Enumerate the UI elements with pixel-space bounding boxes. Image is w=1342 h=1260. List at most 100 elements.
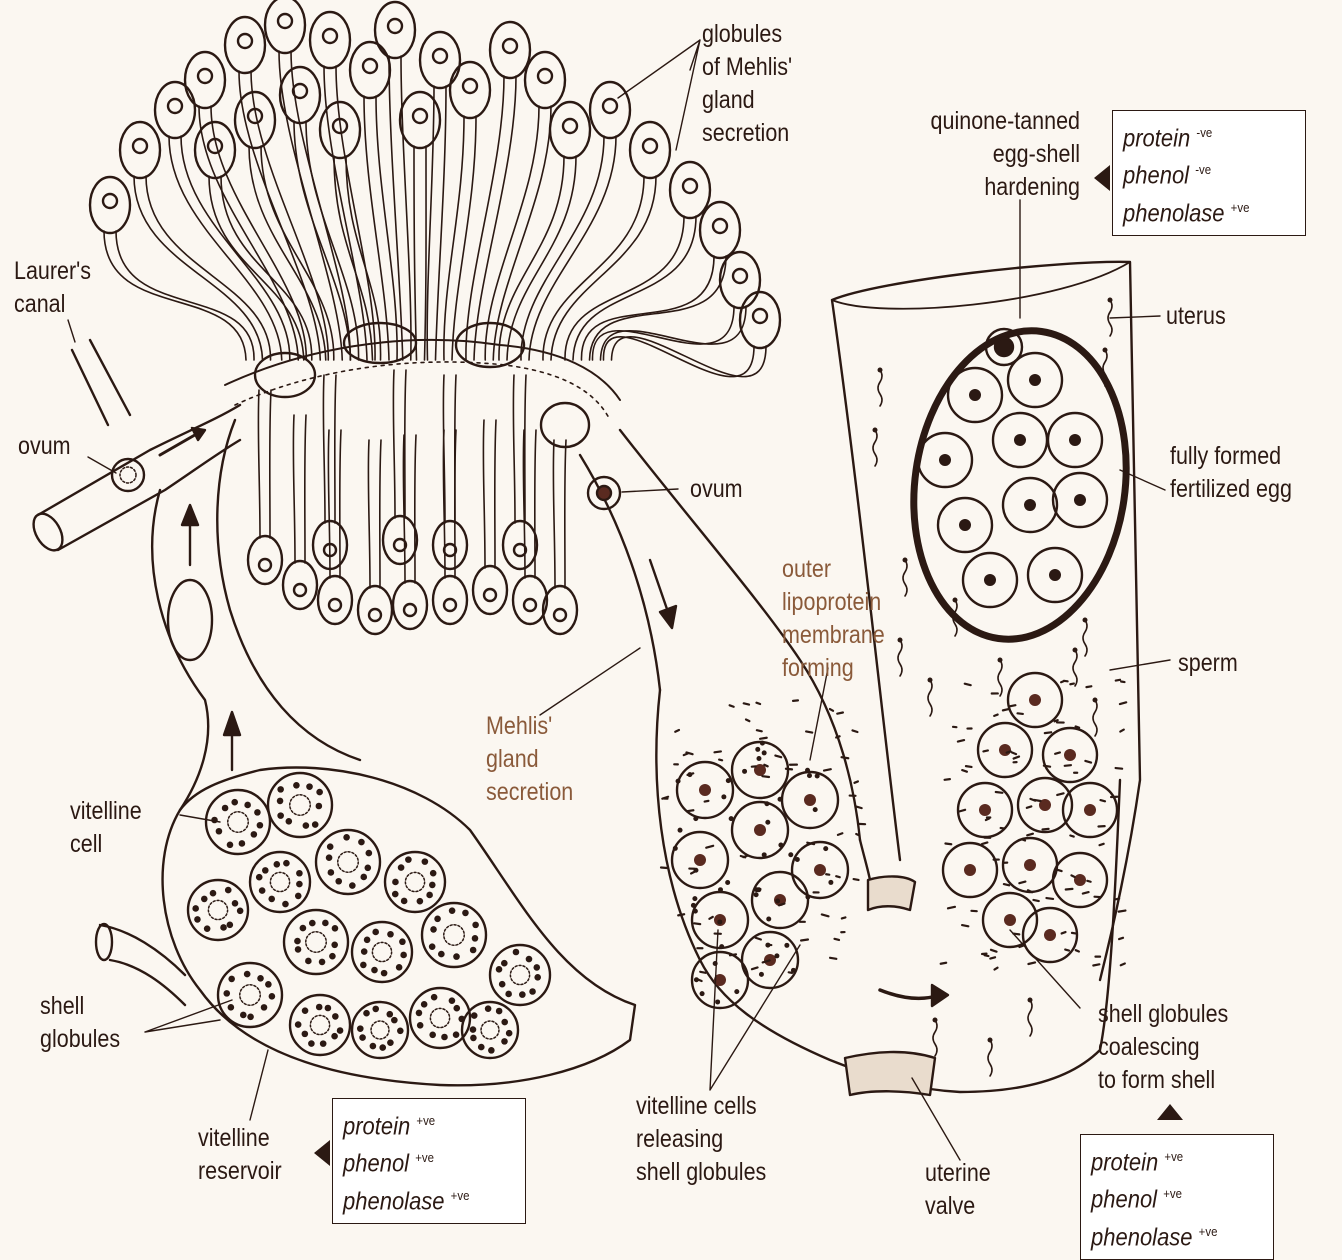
shell-globule [692,896,697,901]
shell-globule [709,917,712,919]
shell-globule [693,816,698,821]
shell-globule [700,972,705,973]
shell-globule [501,960,508,967]
shell-globule [269,993,276,1000]
shell-globule [331,1033,338,1040]
shell-globule [730,705,734,706]
vitelline-nucleus [405,872,424,891]
shell-globule [501,1038,508,1045]
shell-globule [363,1010,370,1017]
shell-globule [533,964,540,971]
shell-globule [360,962,367,969]
gland-cell [420,32,460,88]
label-sperm: sperm [1178,647,1238,680]
shell-globule [687,810,693,811]
shell-globule [1121,681,1124,682]
gland-cell-nucleus [713,219,727,233]
shell-globule [210,890,217,897]
sperm [988,1040,992,1076]
cell-nucleus [1074,874,1086,886]
shell-globule [661,867,667,868]
gland-duct [414,146,417,360]
shell-globule [1045,732,1051,733]
shell-globule [760,741,765,746]
vitelline-nucleus [290,795,310,815]
gland-duct [513,375,515,523]
shell-globule [261,1004,268,1011]
shell-globule [326,854,333,861]
shell-globule [453,1031,460,1038]
shell-globule [438,951,445,958]
sperm [1073,650,1077,686]
shell-globule [1055,752,1060,753]
shell-globule [719,760,722,761]
shell-globule [945,843,951,844]
cell-nucleus [1064,749,1076,761]
shell-globule [734,989,739,994]
gland-duct [249,146,326,360]
shell-globule [386,1011,393,1018]
shell-globule [795,857,800,862]
shell-globule [678,914,684,915]
shell-globule [227,842,234,849]
shell-globule [1014,757,1019,759]
shell-globule [441,1034,448,1041]
shell-globule [842,917,846,918]
gland-cell-nucleus [753,309,767,323]
shell-globule [416,1010,423,1017]
shell-globule [778,843,783,848]
gland-cell-nucleus [238,34,252,48]
shell-globule [756,756,761,761]
gland-cell [90,177,130,233]
shell-globule [227,922,234,929]
shell-globule [673,846,678,851]
shell-globule [691,872,694,874]
shell-globule [965,684,971,685]
label-ovum-right: ovum [690,473,743,506]
gland-duct [181,136,290,360]
shell-globule [453,1005,460,1012]
vitelline-nucleus [270,872,289,891]
gland-cell-nucleus [294,584,306,596]
sperm-head [898,638,903,643]
cell-nucleus [1004,914,1016,926]
shell-globule [332,925,339,932]
box-pointer [1157,1104,1183,1120]
shell-globule [387,1039,394,1046]
gland-cell [155,82,195,138]
shell-globule [265,981,272,988]
shell-globule [499,981,506,988]
gland-cell [590,82,630,138]
shell-globule [392,891,399,898]
vitelline-nucleus [372,942,391,961]
shell-globule [823,846,828,851]
gland-cell [195,122,235,178]
cell-nucleus [939,454,951,466]
cell-nucleus [1084,804,1096,816]
shell-globule [838,833,842,835]
shell-globule [405,856,412,863]
shell-globule [325,1005,332,1012]
gland-duct [521,136,604,360]
shell-globule [842,757,849,758]
shell-globule [789,972,792,973]
shell-globule [222,805,229,812]
shell-globule [534,974,541,981]
shell-globule [496,966,503,973]
cell-nucleus [1049,569,1061,581]
shell-globule [1072,933,1076,934]
shell-globule [335,878,342,885]
shell-globule [295,946,302,953]
cell-nucleus [964,864,976,876]
septum-valve [868,876,915,910]
shell-globule [1116,768,1123,769]
gland-cell [120,122,160,178]
shell-globule [756,703,760,704]
gland-cell-nucleus [363,59,377,73]
gland-duct [483,420,485,568]
reservoir-test-box: protein +ve phenol +ve phenolase +ve [332,1098,526,1224]
shell-globule [744,703,749,704]
shell-globule [822,914,829,916]
shell-globule [813,807,818,812]
